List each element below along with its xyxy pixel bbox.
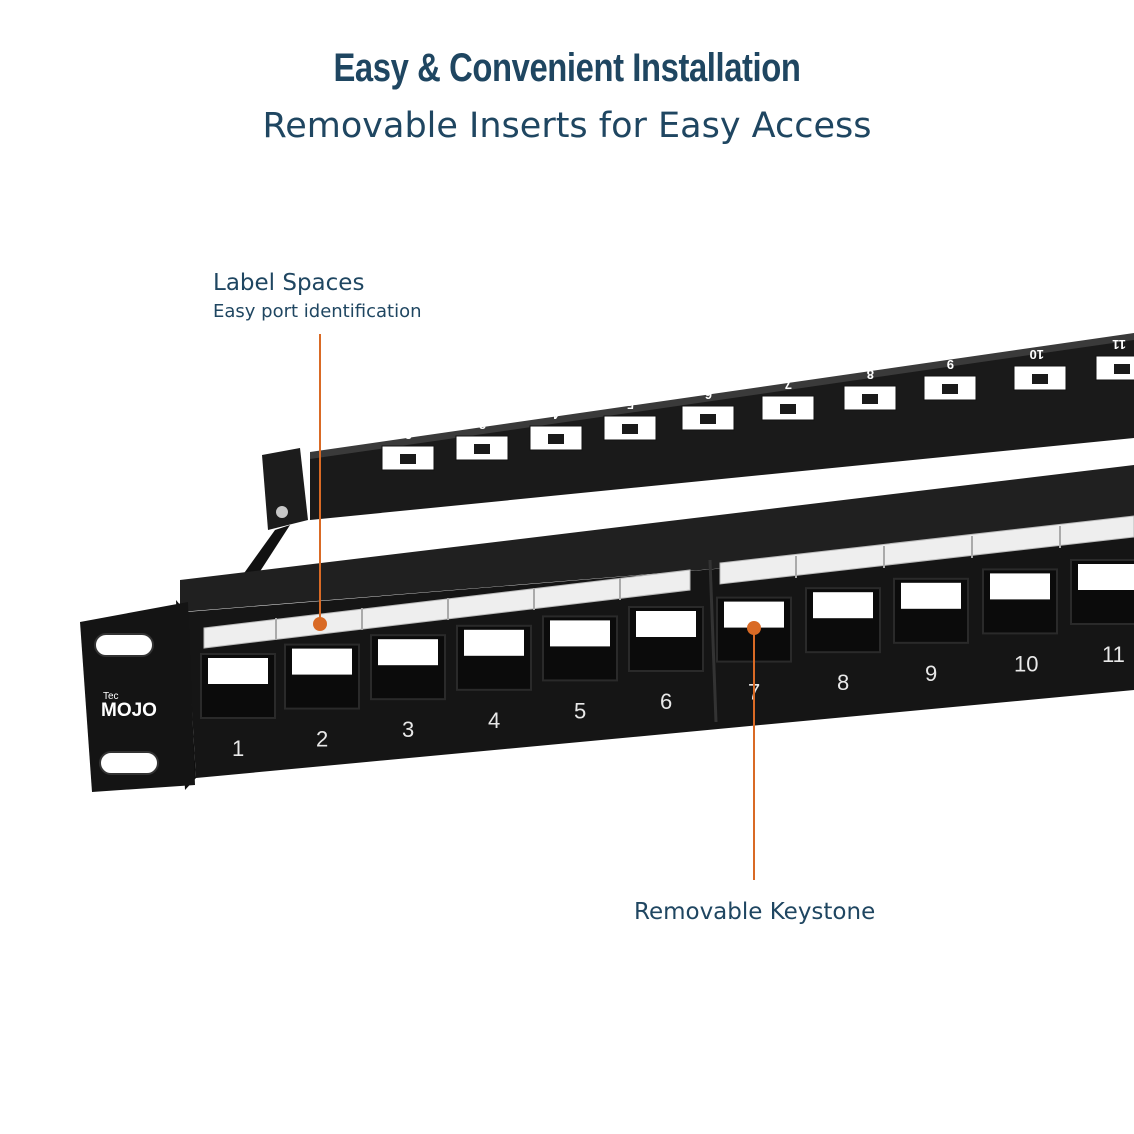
label-spaces-subtitle: Easy port identification xyxy=(213,301,422,322)
top-bar-number: 5 xyxy=(627,397,634,412)
port-number: 2 xyxy=(316,727,328,752)
port-number: 8 xyxy=(837,670,849,695)
page-title: Easy & Convenient Installation xyxy=(333,46,801,90)
keystone-port xyxy=(628,606,704,672)
front-port-numbers: 1234567891011 xyxy=(232,642,1125,761)
port-number: 9 xyxy=(925,661,937,686)
top-bar-number: 7 xyxy=(785,377,792,392)
keystone-port xyxy=(284,643,360,710)
top-bar-edge xyxy=(310,333,1134,459)
rack-ear-hole-bottom xyxy=(99,751,159,775)
removable-keystone-title: Removable Keystone xyxy=(634,899,876,925)
hinge-screw xyxy=(276,506,288,518)
top-bar-number: 3 xyxy=(479,417,486,432)
top-bar-number: 10 xyxy=(1030,347,1044,362)
hinge-block xyxy=(262,448,308,530)
port-number: 11 xyxy=(1102,642,1125,667)
top-bar-slot xyxy=(381,445,435,471)
page-subtitle: Removable Inserts for Easy Access xyxy=(262,106,872,146)
rack-ear-hole-top xyxy=(94,633,154,657)
top-bar-slot xyxy=(761,395,815,421)
keystone-port xyxy=(456,624,532,691)
top-bar-numbers: 2 3 4 5 6 7 8 9 10 11 xyxy=(405,337,1126,442)
port-number: 3 xyxy=(402,717,414,742)
top-bar-number: 9 xyxy=(947,357,954,372)
top-bar-number: 11 xyxy=(1112,337,1126,352)
top-bar-slots xyxy=(381,355,1134,471)
top-bar-number: 4 xyxy=(552,407,560,422)
top-bar-slot xyxy=(455,435,509,461)
keystone-port xyxy=(982,568,1058,635)
label-spaces-title: Label Spaces xyxy=(213,270,365,296)
top-bar-number: 8 xyxy=(867,367,874,382)
module-divider xyxy=(708,559,718,723)
brand-small: Tec xyxy=(103,691,119,702)
keystone-port xyxy=(200,653,276,719)
keystone-port xyxy=(1070,559,1134,625)
top-bar-slot xyxy=(529,425,583,451)
top-bar-slot xyxy=(1095,355,1134,381)
top-bar-slot xyxy=(1013,365,1067,391)
top-bar-slot xyxy=(843,385,897,411)
top-bar-slot xyxy=(923,375,977,401)
top-bar-slot xyxy=(603,415,657,441)
top-bar-number: 2 xyxy=(405,427,412,442)
label-spaces-dot xyxy=(313,617,327,631)
brand-logo: MOJO xyxy=(101,700,157,721)
keystone-port xyxy=(893,577,969,644)
label-dividers xyxy=(275,526,1061,640)
keystone-port xyxy=(542,615,618,682)
front-ports xyxy=(200,559,1134,719)
label-strip-right xyxy=(719,515,1134,585)
port-number: 1 xyxy=(232,736,244,761)
port-number: 6 xyxy=(660,689,672,714)
keystone-port xyxy=(805,587,881,654)
top-bar-number: 6 xyxy=(705,387,712,402)
keystone-dot xyxy=(747,621,761,635)
panel-top-shelf xyxy=(180,465,1134,612)
port-number: 4 xyxy=(488,708,500,733)
port-number: 10 xyxy=(1014,651,1038,676)
keystone-port xyxy=(370,634,446,701)
port-number: 5 xyxy=(574,698,586,723)
top-bar-slot xyxy=(681,405,735,431)
